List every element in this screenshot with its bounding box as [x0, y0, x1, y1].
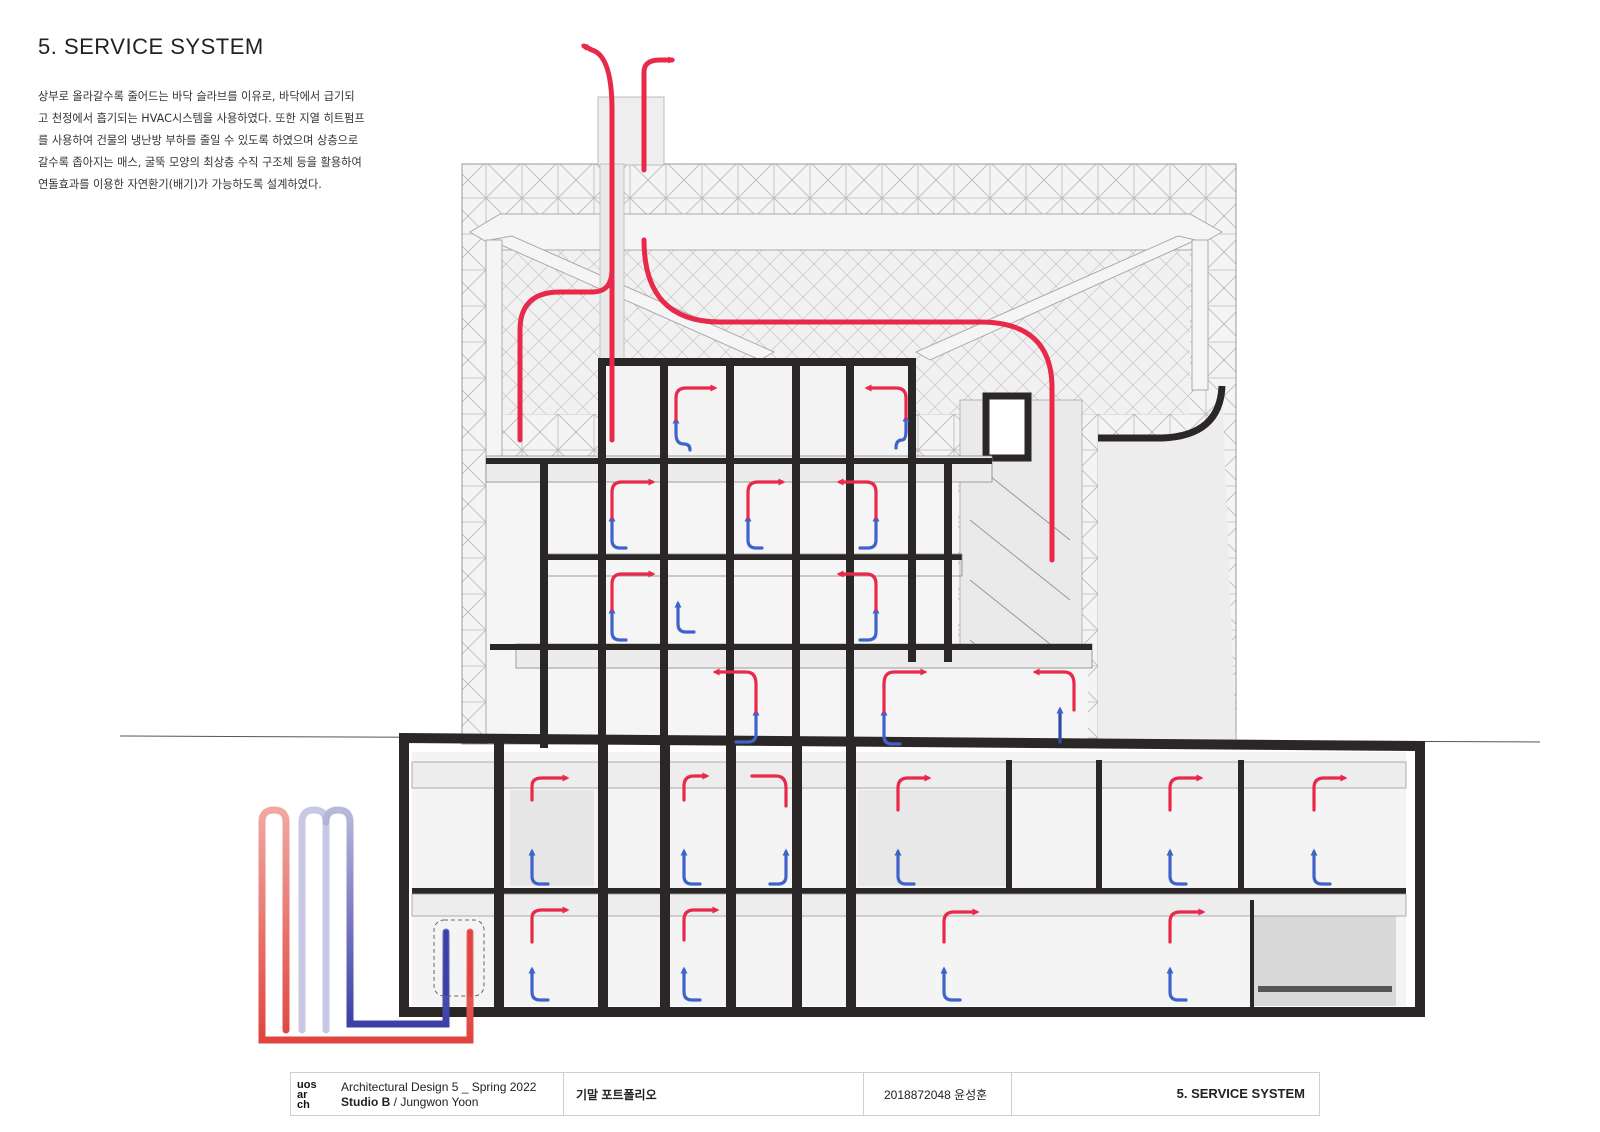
heat-pump-unit: [433, 919, 485, 997]
basement-room-light-1: [510, 790, 594, 886]
basement-bench: [1258, 986, 1392, 992]
title-block-footer: uos ar ch Architectural Design 5 _ Sprin…: [290, 1072, 1320, 1116]
portfolio-cell: 기말 포트폴리오: [563, 1073, 863, 1115]
student-cell: 2018872048 윤성훈: [863, 1073, 1011, 1115]
page-description: 상부로 올라갈수록 줄어드는 바닥 슬라브를 이유로, 바닥에서 급기되 고 천…: [38, 86, 418, 196]
roof-beam: [469, 213, 1224, 251]
section-cell: 5. SERVICE SYSTEM: [1011, 1073, 1319, 1115]
right-curved-wall: [1098, 384, 1236, 744]
chimney: [597, 96, 665, 166]
portfolio-label: 기말 포트폴리오: [576, 1088, 657, 1102]
roof-box: [982, 392, 1032, 462]
student-id-name: 2018872048 윤성훈: [884, 1088, 988, 1102]
slab-level-1: [490, 644, 1092, 650]
basement-ceiling-duct-2: [411, 893, 1407, 917]
roof-diagonal-left: [488, 235, 776, 361]
main-exhaust-ducts: [517, 43, 1055, 563]
basement-outline: [399, 732, 1425, 1017]
level-2-interior: [488, 562, 958, 652]
uos-arch-logo: uos ar ch: [297, 1079, 317, 1111]
right-curved-slab: [1098, 385, 1226, 442]
description-line: 상부로 올라갈수록 줄어드는 바닥 슬라브를 이유로, 바닥에서 급기되: [38, 90, 355, 103]
stair-lines: [969, 459, 1071, 721]
course-name: Architectural Design 5 _ Spring 2022: [341, 1080, 537, 1094]
studio-name: Studio B / Jungwon Yoon: [341, 1095, 479, 1109]
upper-columns: [540, 362, 952, 748]
description-line: 연돌효과를 이용한 자연환기(배기)가 가능하도록 설계하였다.: [38, 178, 322, 191]
top-slab: [598, 358, 916, 366]
right-column: [1191, 239, 1209, 391]
page-title: 5. SERVICE SYSTEM: [38, 34, 264, 59]
basement-columns: [494, 740, 1254, 1010]
section-name: 5. SERVICE SYSTEM: [1176, 1086, 1305, 1101]
slab-level-3: [486, 458, 992, 464]
basement-ceiling-duct-1: [411, 761, 1407, 789]
level-top-interior: [600, 362, 916, 458]
description-line: 를 사용하여 건물의 냉난방 부하를 줄일 수 있도록 하였으며 상층으로: [38, 134, 359, 147]
geothermal-loop: [258, 806, 474, 1044]
description-line: 고 천정에서 흡기되는 HVAC시스템을 사용하였다. 또한 지열 히트펌프: [38, 112, 365, 125]
level-3-interior: [488, 470, 958, 562]
hvac-loops: [528, 384, 1348, 1002]
roof-diagonal-right: [914, 235, 1198, 361]
description-line: 갈수록 좁아지는 매스, 굴뚝 모양의 최상층 수직 구조체 등을 활용하여: [38, 156, 362, 169]
slab-level-2: [542, 554, 962, 560]
basement-room-light-2: [858, 790, 1008, 886]
basement-mid-slab: [412, 888, 1406, 894]
